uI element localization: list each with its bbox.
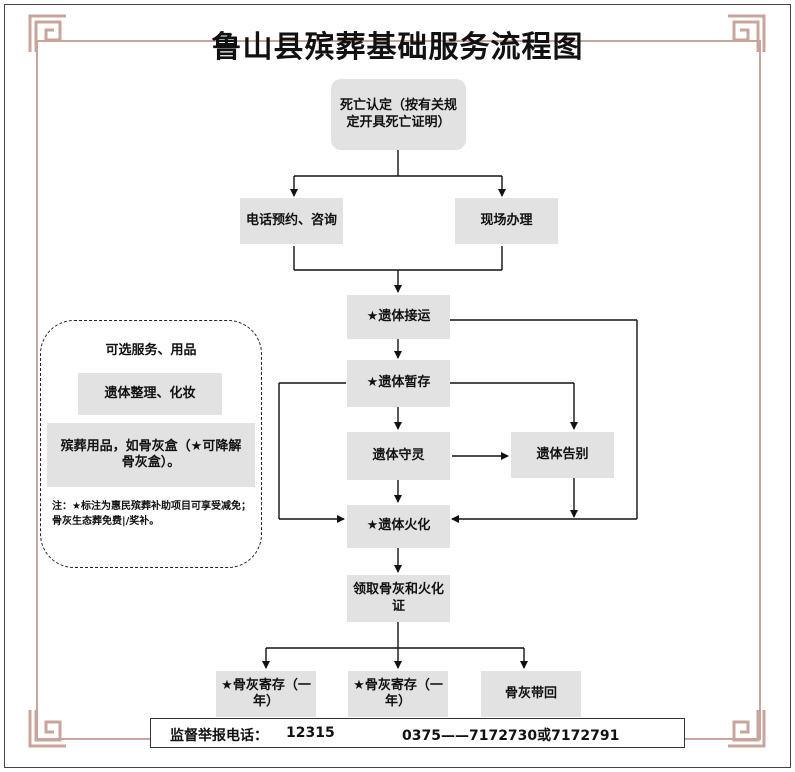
optional-item-body-makeup: 遗体整理、化妆 [78,373,222,415]
subsidy-note: 注：★标注为惠民殡葬补助项目可享受减免；骨灰生态葬免费|/奖补。 [52,501,251,527]
node-death-certification: 死亡认定（按有关规定开具死亡证明） [331,79,466,150]
corner-ornament-top-right [728,14,766,52]
node-ash-storage-2: ★骨灰寄存（一年） [348,671,448,717]
node-cremation: ★遗体火化 [347,505,450,548]
optional-services-panel [40,320,262,568]
node-ash-storage-1: ★骨灰寄存（一年） [216,671,316,717]
node-body-transport: ★遗体接运 [347,295,450,339]
hotline-label: 监督举报电话： [170,728,268,744]
optional-item-funeral-supplies: 殡葬用品，如骨灰盒（★可降解骨灰盒）。 [47,423,255,487]
hotline-bar [150,718,685,748]
corner-ornament-bottom-left [28,710,66,748]
node-farewell: 遗体告别 [511,432,614,478]
page-title: 鲁山县殡葬基础服务流程图 [211,30,584,65]
node-phone-booking: 电话预约、咨询 [240,198,343,244]
hotline-number: 12315 [286,725,335,741]
corner-ornament-bottom-right [728,710,766,748]
node-onsite-handling: 现场办理 [455,198,558,244]
node-body-storage: ★遗体暂存 [347,360,450,407]
node-collect-ashes: 领取骨灰和火化证 [347,575,450,622]
node-take-ashes-home: 骨灰带回 [481,671,581,717]
corner-ornament-top-left [28,14,66,52]
hotline-alt-numbers: 0375——7172730或7172791 [402,728,620,744]
optional-services-title: 可选服务、用品 [105,343,197,358]
node-vigil: 遗体守灵 [347,432,450,480]
